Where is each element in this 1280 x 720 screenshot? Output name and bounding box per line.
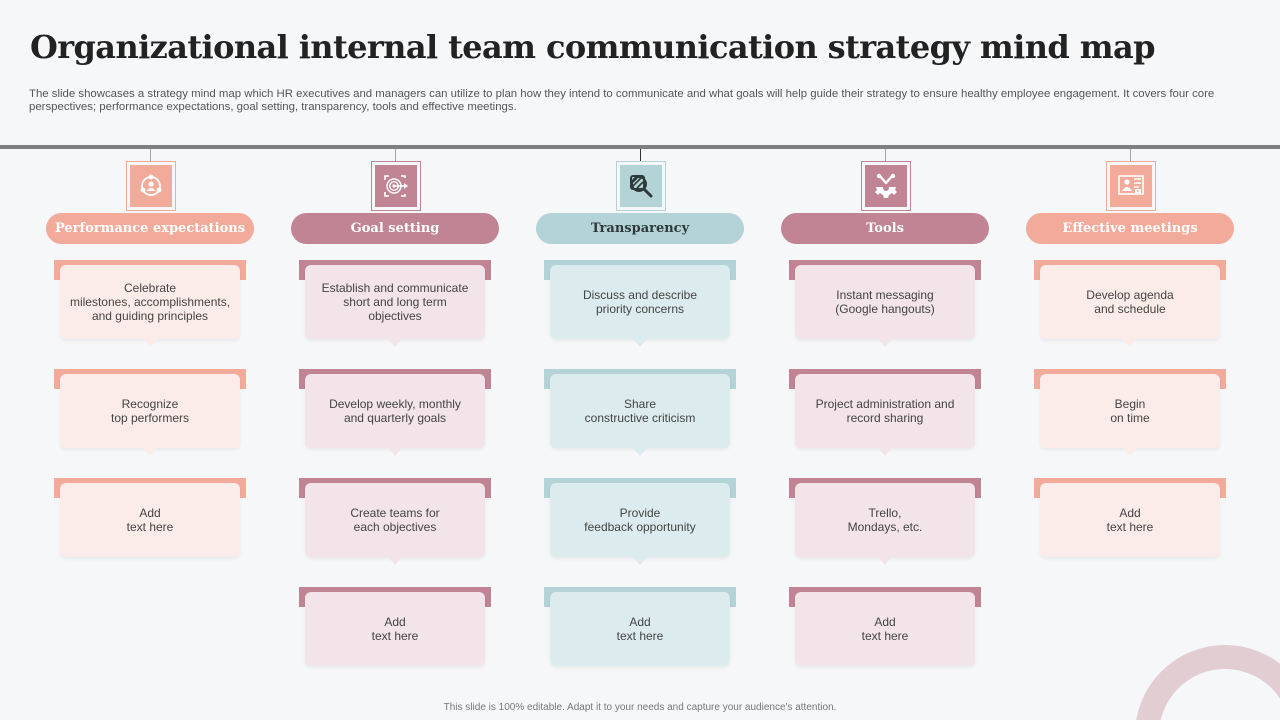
mind-map-card: Project administration and record sharin…	[789, 369, 981, 456]
card-pointer	[143, 339, 157, 347]
card-text[interactable]: Recognize top performers	[60, 374, 240, 448]
card-pointer	[388, 448, 402, 456]
icon-frame	[861, 161, 911, 211]
slide-title: Organizational internal team communicati…	[30, 28, 1156, 66]
card-text[interactable]: Celebrate milestones, accomplishments, a…	[60, 265, 240, 339]
mind-map-card: Develop weekly, monthly and quarterly go…	[299, 369, 491, 456]
category-pill: Transparency	[536, 213, 744, 244]
icon-frame	[371, 161, 421, 211]
mind-map-card: Instant messaging (Google hangouts)	[789, 260, 981, 347]
icon-frame	[126, 161, 176, 211]
video-conference-icon	[1118, 175, 1144, 195]
icon-frame	[616, 161, 666, 211]
mind-map-card: Celebrate milestones, accomplishments, a…	[54, 260, 246, 347]
card-text[interactable]: Create teams for each objectives	[305, 483, 485, 557]
card-text[interactable]: Add text here	[305, 592, 485, 666]
mind-map-card: Share constructive criticism	[544, 369, 736, 456]
mind-map-card: Add text here	[544, 587, 736, 669]
card-pointer	[878, 557, 892, 565]
card-pointer	[143, 448, 157, 456]
category-pill: Effective meetings	[1026, 213, 1234, 244]
card-pointer	[878, 448, 892, 456]
top-divider-line	[0, 145, 1280, 149]
card-text[interactable]: Develop agenda and schedule	[1040, 265, 1220, 339]
mind-map-card: Provide feedback opportunity	[544, 478, 736, 565]
card-text[interactable]: Develop weekly, monthly and quarterly go…	[305, 374, 485, 448]
team-network-icon	[140, 174, 162, 196]
card-text[interactable]: Add text here	[60, 483, 240, 557]
card-text[interactable]: Add text here	[1040, 483, 1220, 557]
mind-map-card: Begin on time	[1034, 369, 1226, 456]
card-text[interactable]: Add text here	[550, 592, 730, 666]
card-pointer	[633, 339, 647, 347]
card-pointer	[878, 339, 892, 347]
gear-wrench-icon	[875, 173, 897, 198]
card-text[interactable]: Establish and communicate short and long…	[305, 265, 485, 339]
icon-frame	[1106, 161, 1156, 211]
slide-subtitle: The slide showcases a strategy mind map …	[29, 88, 1215, 113]
mind-map-card: Create teams for each objectives	[299, 478, 491, 565]
connector-line	[885, 149, 886, 161]
connector-line	[1130, 149, 1131, 161]
card-pointer	[633, 557, 647, 565]
mind-map-card: Develop agenda and schedule	[1034, 260, 1226, 347]
card-text[interactable]: Trello, Mondays, etc.	[795, 483, 975, 557]
connector-line	[640, 149, 641, 161]
card-pointer	[1123, 448, 1137, 456]
magnifier-glass-icon	[630, 175, 653, 198]
card-text[interactable]: Discuss and describe priority concerns	[550, 265, 730, 339]
connector-line	[395, 149, 396, 161]
mind-map-card: Recognize top performers	[54, 369, 246, 456]
mind-map-card: Add text here	[789, 587, 981, 669]
category-pill: Goal setting	[291, 213, 499, 244]
card-text[interactable]: Begin on time	[1040, 374, 1220, 448]
card-text[interactable]: Add text here	[795, 592, 975, 666]
mind-map-card: Trello, Mondays, etc.	[789, 478, 981, 565]
target-arrow-icon	[384, 175, 408, 197]
card-text[interactable]: Instant messaging (Google hangouts)	[795, 265, 975, 339]
mind-map-card: Add text here	[299, 587, 491, 669]
slide-footer: This slide is 100% editable. Adapt it to…	[443, 702, 837, 713]
mind-map-card: Add text here	[54, 478, 246, 560]
card-pointer	[388, 339, 402, 347]
card-pointer	[1123, 339, 1137, 347]
card-text[interactable]: Provide feedback opportunity	[550, 483, 730, 557]
mind-map-card: Discuss and describe priority concerns	[544, 260, 736, 347]
card-pointer	[388, 557, 402, 565]
card-text[interactable]: Project administration and record sharin…	[795, 374, 975, 448]
card-pointer	[633, 448, 647, 456]
mind-map-card: Establish and communicate short and long…	[299, 260, 491, 347]
category-pill: Tools	[781, 213, 989, 244]
mind-map-card: Add text here	[1034, 478, 1226, 560]
card-text[interactable]: Share constructive criticism	[550, 374, 730, 448]
category-pill: Performance expectations	[46, 213, 254, 244]
connector-line	[150, 149, 151, 161]
